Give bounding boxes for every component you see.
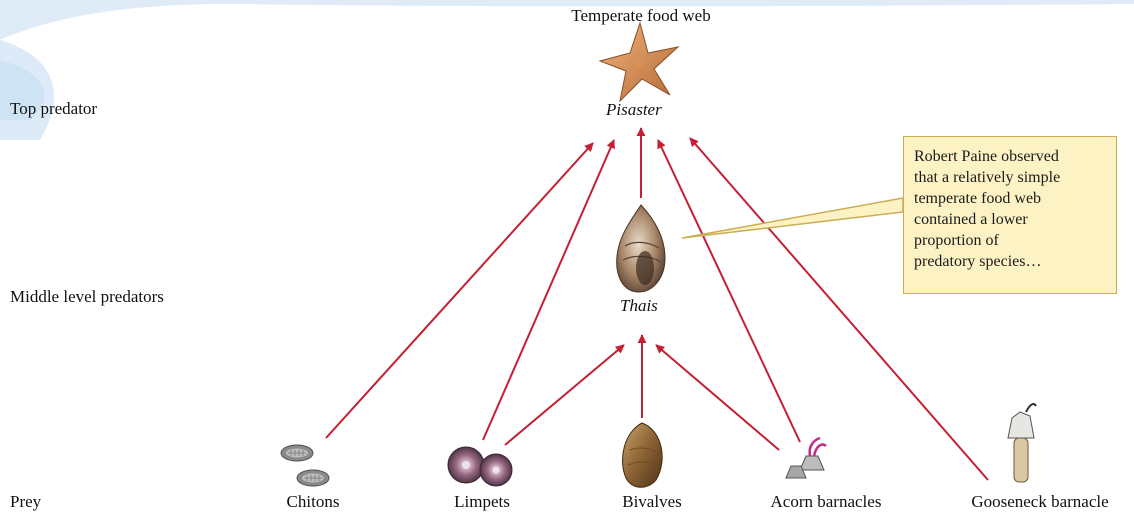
chitons-icon [281, 445, 329, 486]
callout-box: Robert Paine observed that a relatively … [903, 136, 1117, 294]
thais-snail-shell-icon [617, 205, 665, 292]
bivalves-icon [623, 423, 663, 487]
callout-line: contained a lower [914, 209, 1106, 230]
gooseneck-barnacle-icon [1008, 404, 1036, 482]
limpets-icon [448, 447, 512, 486]
callout-line: Robert Paine observed [914, 146, 1106, 167]
callout-line: that a relatively simple [914, 167, 1106, 188]
arrow-limpets-to-thais [505, 345, 624, 445]
pisaster-sea-star-icon [600, 23, 678, 101]
callout-pointer [682, 198, 903, 238]
acorn-barnacles-icon [786, 438, 826, 478]
callout-line: predatory species… [914, 251, 1106, 272]
callout-line: temperate food web [914, 188, 1106, 209]
arrow-acorn-to-thais [656, 345, 779, 450]
arrow-limpets-to-pisaster [483, 140, 614, 440]
arrow-acorn-to-pisaster [658, 140, 800, 442]
arrow-chitons-to-pisaster [326, 143, 593, 438]
food-web-arrows [326, 128, 988, 480]
callout-line: proportion of [914, 230, 1106, 251]
